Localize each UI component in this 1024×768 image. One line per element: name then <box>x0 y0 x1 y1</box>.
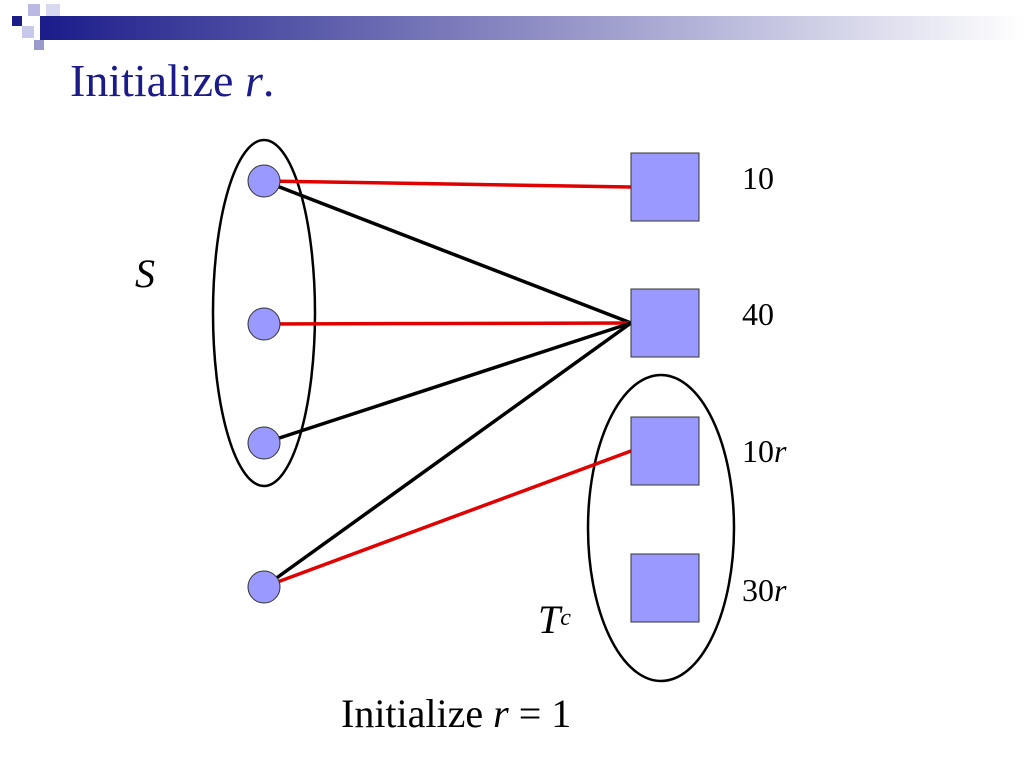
title-variable: r <box>244 55 263 106</box>
edge-s3-t2 <box>263 321 632 445</box>
caption: Initialize r = 1 <box>341 690 571 737</box>
weight-label-t1: 10 <box>742 160 774 197</box>
deco-square <box>28 4 40 16</box>
edge-s4-t2 <box>262 321 633 589</box>
right-node-t3 <box>630 416 700 486</box>
weight-variable: r <box>774 433 787 469</box>
weight-value: 40 <box>742 296 774 332</box>
deco-square <box>34 40 44 50</box>
right-node-t4 <box>630 553 700 623</box>
deco-square <box>22 26 34 38</box>
set-t-complement-ellipse <box>586 373 736 683</box>
left-node-s3 <box>247 426 281 460</box>
node-group <box>247 152 700 623</box>
edge-s2-t2 <box>263 321 632 326</box>
set-t-superscript: c <box>560 605 571 631</box>
header-gradient-bar <box>40 16 1024 40</box>
weight-value: 10 <box>742 433 774 469</box>
weight-value: 10 <box>742 160 774 196</box>
weight-label-t3: 10r <box>742 433 786 470</box>
edge-s1-t2 <box>263 179 632 325</box>
set-t-letter: T <box>538 597 561 642</box>
caption-variable: r <box>493 691 509 736</box>
set-t-complement-label: Tc <box>538 596 571 643</box>
caption-suffix: = 1 <box>508 691 572 736</box>
slide-title: Initialize r. <box>70 54 274 107</box>
set-s-label: S <box>135 251 155 296</box>
title-suffix: . <box>262 55 275 106</box>
left-node-s1 <box>247 164 281 198</box>
weight-label-t2: 40 <box>742 296 774 333</box>
right-node-t1 <box>630 152 700 222</box>
weight-value: 30 <box>742 572 774 608</box>
right-node-t2 <box>630 288 700 358</box>
left-node-s2 <box>247 307 281 341</box>
weight-label-t4: 30r <box>742 572 786 609</box>
deco-square <box>46 4 60 16</box>
edge-group <box>262 179 633 589</box>
deco-square <box>12 16 22 26</box>
slide-corner-decoration <box>12 4 1024 50</box>
set-s-ellipse <box>211 138 317 488</box>
left-node-s4 <box>247 570 281 604</box>
edge-s1-t1 <box>263 179 632 189</box>
edge-s4-t3 <box>263 449 632 589</box>
caption-prefix: Initialize <box>341 691 494 736</box>
weight-variable: r <box>774 572 787 608</box>
title-prefix: Initialize <box>70 55 245 106</box>
